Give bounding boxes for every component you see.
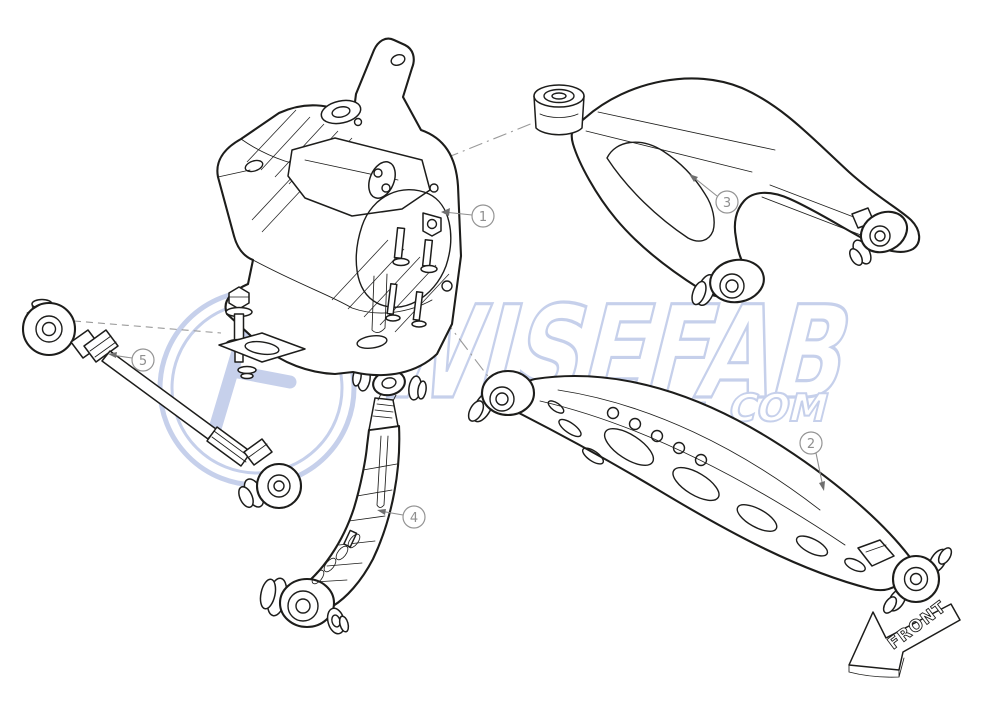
callout-1: 1 (441, 204, 495, 228)
toe-rod-drawing (21, 298, 303, 510)
knuckle-upright-drawing (216, 37, 463, 380)
callout-3-number: 3 (723, 196, 731, 211)
callout-5-bubble (131, 348, 155, 372)
callout-4: 4 (377, 505, 426, 529)
front-direction-arrow: FRONT (848, 597, 961, 678)
callout-2-number: 2 (807, 437, 815, 452)
watermark-tld-text: .COM (710, 387, 833, 431)
callout-5: 5 (108, 348, 155, 372)
wisefab-watermark: WISEFAB .COM (157, 276, 869, 488)
callout-1-number: 1 (479, 210, 487, 225)
leader-knuckle-to-upper-arm (420, 118, 544, 169)
callout-1-bubble (471, 204, 495, 228)
callout-4-number: 4 (410, 511, 418, 526)
front-arrow-shape (848, 603, 961, 671)
callout-3: 3 (689, 174, 739, 214)
callout-3-bubble (715, 190, 739, 214)
callout-5-number: 5 (139, 354, 147, 369)
leader-toe-rod-to-knuckle (73, 320, 222, 334)
upper-control-arm-drawing (533, 77, 921, 307)
callout-2-bubble (799, 431, 823, 455)
callout-2: 2 (799, 431, 825, 491)
lower-control-arm-drawing (467, 369, 953, 614)
callout-4-bubble (402, 505, 426, 529)
knuckle-bolt-stack (218, 286, 306, 380)
